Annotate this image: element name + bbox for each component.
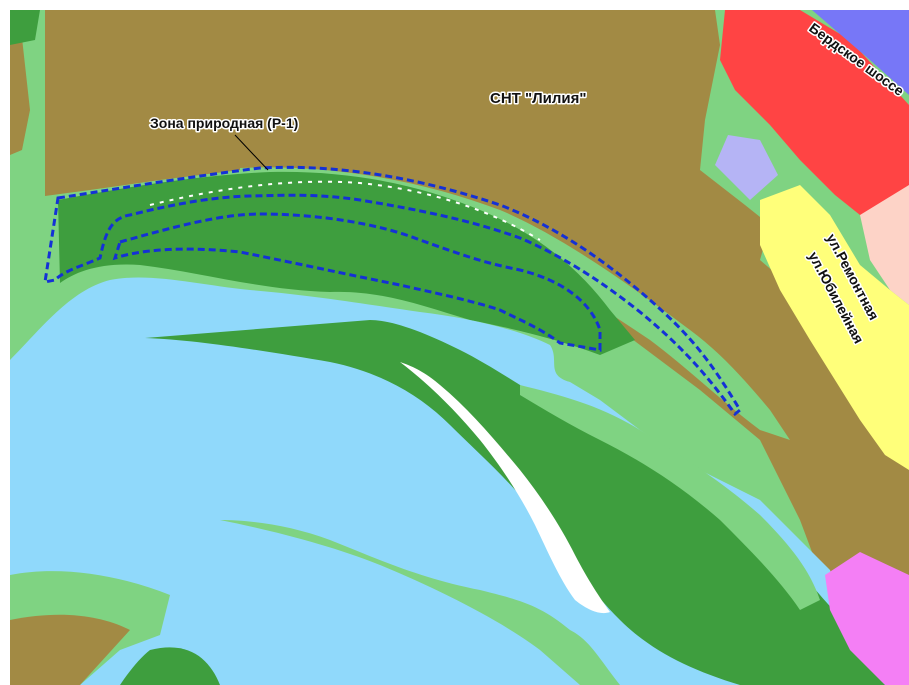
snt-label: СНТ "Лилия": [490, 90, 586, 107]
forest-top-left: [10, 10, 40, 45]
zone-boundary-highlight: [149, 180, 541, 241]
lower-left-brown: [10, 614, 130, 685]
snt-liliya-area: [45, 10, 909, 685]
forest-island: [145, 320, 900, 685]
zone-boundary-outline[interactable]: [43, 165, 742, 417]
zone-label: Зона природная (Р-1): [150, 115, 298, 131]
island-meadow: [520, 385, 820, 610]
zone-label-leader: [234, 134, 269, 171]
river-lower-band: [10, 520, 580, 685]
map-canvas[interactable]: Зона природная (Р-1) СНТ "Лилия" Бердско…: [10, 10, 909, 685]
street-yellow-area: [760, 185, 909, 470]
lavender-area: [715, 135, 778, 200]
berdskoe-shosse-road: [720, 10, 909, 215]
blue-violet-area: [812, 10, 909, 95]
zone-inner-boundary[interactable]: [112, 212, 602, 352]
magenta-area: [825, 552, 909, 685]
lower-left-forest: [120, 647, 220, 685]
meadow-strip: [240, 167, 790, 440]
pale-pink-area: [860, 185, 909, 305]
forest-nature-zone: [58, 171, 635, 355]
left-brown-patch: [10, 20, 30, 155]
sand-spit: [400, 362, 610, 614]
